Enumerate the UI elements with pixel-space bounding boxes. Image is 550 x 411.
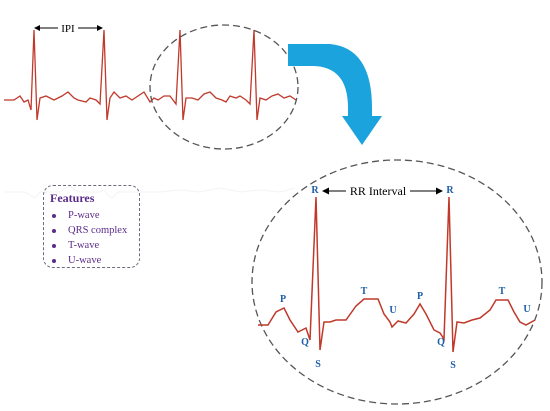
rr-interval-label: RR Interval	[350, 184, 407, 198]
features-item-label: QRS complex	[68, 225, 128, 236]
features-title: Features	[50, 191, 95, 205]
features-item-label: U-wave	[68, 255, 102, 266]
features-item-label: P-wave	[68, 210, 100, 221]
peak-label-u1: U	[389, 305, 396, 316]
features-item: U-wave	[50, 253, 139, 268]
features-item: T-wave	[50, 238, 139, 253]
ipi-label: IPI	[61, 23, 75, 35]
rr-interval-bracket: RR Interval	[322, 183, 443, 198]
bullet-icon	[52, 213, 56, 218]
peak-label-r2: R	[446, 185, 454, 196]
features-item: P-wave	[50, 208, 139, 223]
zoom-circle-small	[149, 24, 299, 150]
features-list: P-wave QRS complex T-wave U-wave	[50, 208, 139, 268]
features-item: QRS complex	[50, 223, 139, 238]
ipi-bracket: IPI	[34, 21, 103, 35]
peak-label-q2: Q	[437, 337, 445, 348]
curved-arrow-icon	[288, 44, 382, 145]
peak-label-s1: S	[315, 359, 321, 370]
zoom-circle-large	[251, 159, 543, 405]
peak-label-t1: T	[361, 286, 368, 297]
peak-label-s2: S	[450, 360, 456, 371]
bullet-icon	[52, 258, 56, 263]
features-box: Features P-wave QRS complex T-wave U-wav…	[43, 185, 140, 268]
peak-label-u2: U	[523, 304, 530, 315]
ecg-strip-zoomed	[258, 196, 536, 353]
peak-label-q1: Q	[301, 337, 309, 348]
features-item-label: T-wave	[68, 240, 100, 251]
peak-label-p1: P	[280, 294, 286, 305]
bullet-icon	[52, 228, 56, 233]
ecg-strip-reflection	[5, 185, 296, 199]
peak-label-r1: R	[311, 185, 319, 196]
ecg-strip-top	[4, 29, 297, 121]
bullet-icon	[52, 243, 56, 248]
peak-labels: P Q R S T U P Q R S T U	[280, 185, 531, 371]
peak-label-t2: T	[499, 286, 506, 297]
peak-label-p2: P	[417, 291, 423, 302]
